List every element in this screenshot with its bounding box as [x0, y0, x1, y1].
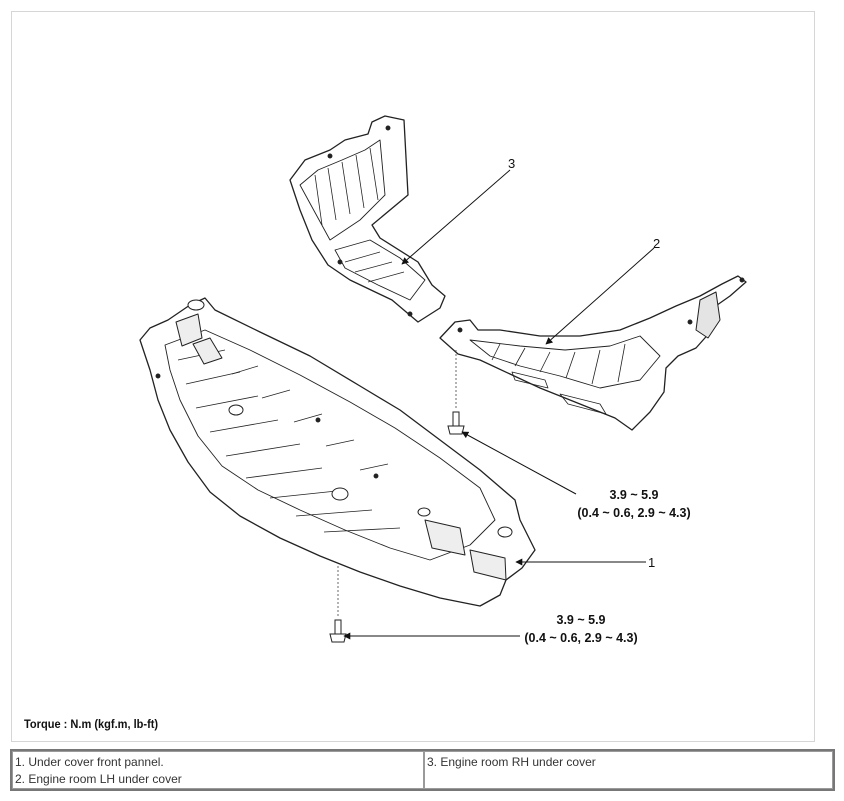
torque-upper-value: 3.9 ~ 5.9	[610, 488, 659, 502]
legend-cell-left: 1. Under cover front pannel. 2. Engine r…	[12, 751, 424, 789]
legend-item-2: 2. Engine room LH under cover	[15, 772, 182, 786]
legend-item-1: 1. Under cover front pannel.	[15, 755, 164, 769]
callout-3: 3	[508, 156, 515, 171]
torque-unit-label: Torque : N.m (kgf.m, lb-ft)	[24, 717, 159, 731]
callout-1: 1	[648, 555, 655, 570]
callout-2: 2	[653, 236, 660, 251]
legend-cell-right: 3. Engine room RH under cover	[424, 751, 833, 789]
legend-item-3: 3. Engine room RH under cover	[427, 755, 596, 769]
under-cover-front-panel	[139, 297, 536, 607]
leader-line-3	[401, 169, 511, 265]
leader-line-2	[545, 247, 655, 345]
torque-upper-alt: (0.4 ~ 0.6, 2.9 ~ 4.3)	[577, 506, 690, 520]
torque-lower-alt: (0.4 ~ 0.6, 2.9 ~ 4.3)	[524, 631, 637, 645]
under-cover-exploded-diagram: 3 2 1 3.9 ~ 5.9 (0.4 ~ 0.6, 2.9 ~ 4.3) 3…	[139, 115, 747, 645]
bolt-lower	[329, 619, 347, 643]
engine-room-rh-under-cover	[289, 115, 446, 323]
figure-frame	[11, 11, 815, 742]
engine-room-lh-under-cover	[439, 275, 747, 431]
bolt-upper	[447, 411, 465, 435]
leader-line-torque-upper	[461, 431, 577, 495]
parts-legend-table: 1. Under cover front pannel. 2. Engine r…	[10, 749, 835, 791]
torque-lower-value: 3.9 ~ 5.9	[557, 613, 606, 627]
